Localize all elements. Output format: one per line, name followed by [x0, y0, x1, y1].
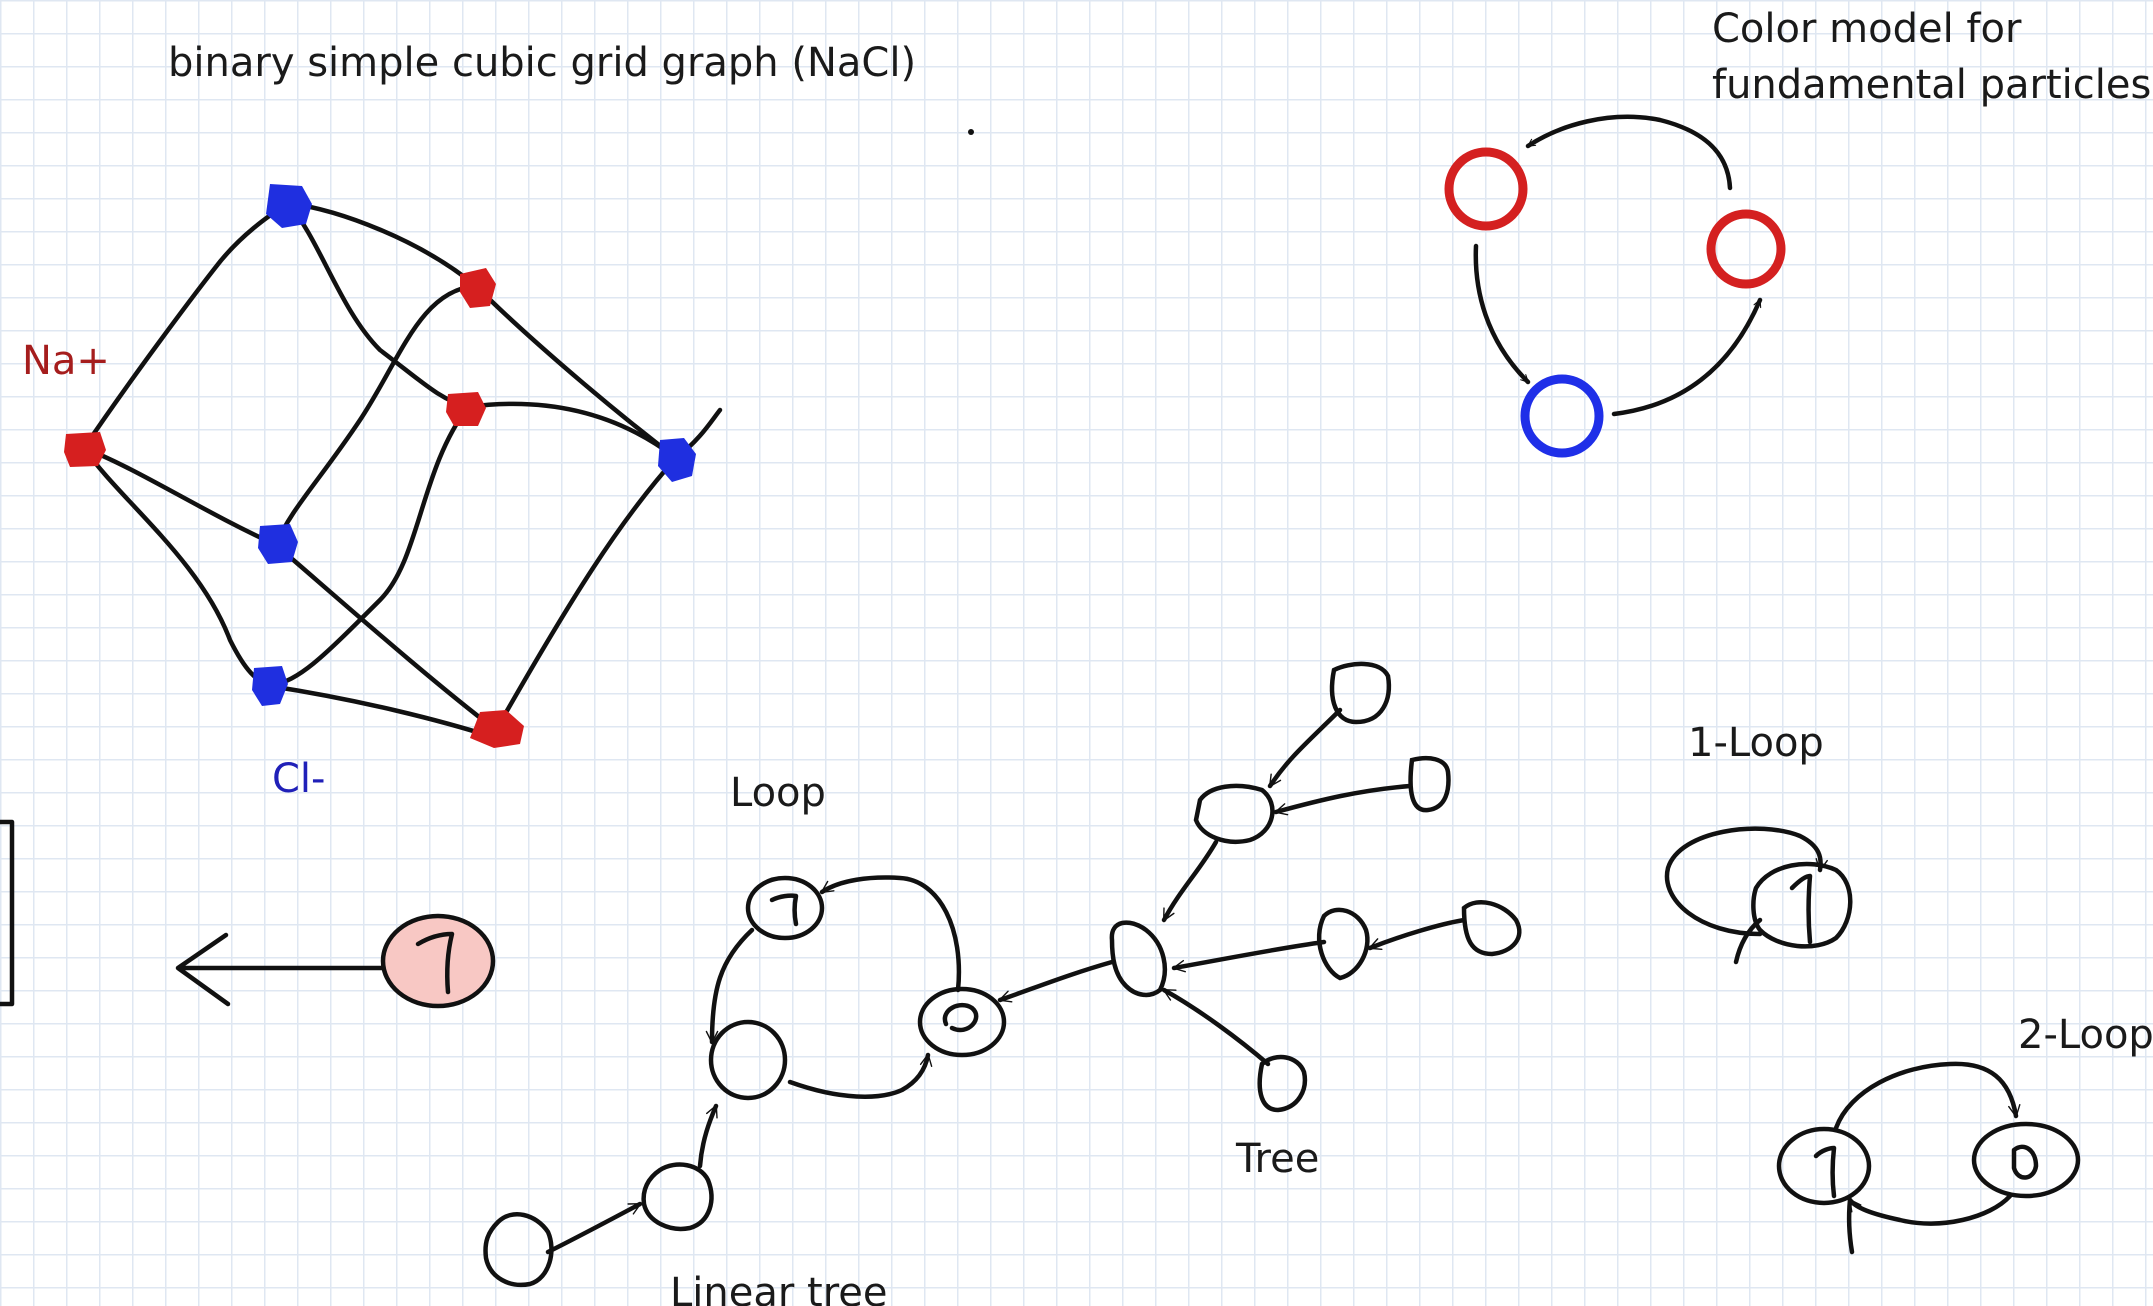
cl-minus-vertex — [252, 666, 288, 706]
loop-arrow — [819, 875, 962, 993]
tree-arrow — [1267, 707, 1343, 789]
loop-node — [745, 875, 825, 941]
blue-ring — [1520, 374, 1604, 458]
tree-arrow — [1161, 839, 1219, 923]
self-loop-arrow — [1664, 826, 1828, 937]
digit-one-glyph — [415, 931, 455, 995]
red-ring — [1444, 147, 1528, 231]
loop-node — [917, 986, 1007, 1058]
two-loop-diagram — [1776, 1061, 2081, 1255]
arrow — [1473, 243, 1531, 385]
nacl-edges — [81, 200, 723, 741]
digit-one-glyph — [1789, 873, 1813, 945]
red-ring — [1706, 209, 1786, 289]
edge — [273, 283, 479, 548]
tree-arrow — [1273, 783, 1413, 816]
cl-minus-vertex — [266, 184, 312, 228]
tree-node — [1329, 661, 1392, 725]
tree-label: Tree — [1235, 1136, 1319, 1182]
node-scribble — [942, 1002, 979, 1033]
tree-arrow — [1161, 987, 1271, 1067]
tree-node — [1193, 783, 1275, 844]
loop-arrow — [705, 927, 755, 1045]
digit-zero-glyph — [2011, 1144, 2039, 1180]
tree-node — [1257, 1054, 1308, 1113]
edge — [81, 200, 291, 451]
linear-tree-label: Linear tree — [670, 1270, 888, 1306]
na-plus-vertex — [460, 268, 496, 308]
edge — [81, 445, 279, 548]
loop-arrow — [787, 1052, 933, 1099]
cl-minus-vertex — [658, 438, 696, 482]
edge — [267, 404, 471, 689]
digit-one-glyph — [1813, 1145, 1837, 1199]
na-plus-vertex — [64, 432, 106, 467]
color-model-title-line2: fundamental particles — [1712, 62, 2151, 108]
na-plus-vertex — [470, 710, 524, 748]
edge — [493, 455, 679, 733]
color-model-title-line1: Color model for — [1712, 6, 2022, 52]
color-model-diagram — [1444, 114, 1786, 458]
two-loop-arrow — [1847, 1193, 2013, 1226]
tree-node — [1461, 899, 1522, 957]
node-scribble — [769, 893, 799, 927]
tree-diagram — [997, 661, 1522, 1113]
edge — [267, 683, 499, 741]
nacl-title: binary simple cubic grid graph (NaCl) — [168, 40, 916, 86]
one-loop-node — [1751, 861, 1853, 949]
loop-label: Loop — [730, 770, 826, 816]
two-loop-left-node — [1776, 1126, 1872, 1206]
arrow — [1525, 114, 1733, 191]
edge — [465, 401, 679, 461]
one-loop-diagram — [1664, 826, 1853, 965]
two-loop-tail — [1846, 1197, 1855, 1255]
partial-box — [0, 819, 15, 1007]
tree-arrow — [997, 959, 1115, 1003]
marked-node — [380, 913, 496, 1009]
linear-arrow — [697, 1103, 719, 1169]
one-loop-label: 1-Loop — [1688, 720, 1824, 766]
na-plus-label: Na+ — [22, 338, 110, 384]
edge — [473, 283, 679, 461]
long-arrow — [175, 932, 385, 1007]
tree-node — [1109, 920, 1168, 998]
two-loop-right-node — [1971, 1121, 2081, 1199]
tree-arrow — [1171, 939, 1327, 973]
cl-minus-label: Cl- — [272, 756, 325, 802]
edge — [285, 200, 471, 410]
linear-node — [483, 1212, 554, 1288]
two-loop-label: 2-Loop — [2018, 1012, 2153, 1058]
two-loop-arrow — [1833, 1061, 2021, 1131]
ink-dot — [968, 129, 974, 135]
tree-arrow — [1367, 917, 1467, 951]
edge — [273, 542, 499, 733]
linear-node — [641, 1162, 714, 1232]
edge — [81, 445, 273, 689]
linear-tree-diagram — [483, 1103, 719, 1288]
loop-diagram — [705, 875, 1007, 1101]
loop-tail — [1733, 917, 1763, 965]
tree-node — [1408, 755, 1451, 813]
linear-arrow — [545, 1201, 643, 1255]
arrow — [1611, 297, 1763, 417]
marked-node-group — [175, 913, 496, 1009]
tree-node — [1317, 907, 1370, 981]
nacl-vertices — [64, 184, 696, 748]
loop-node — [708, 1019, 788, 1101]
na-plus-vertex — [446, 392, 486, 426]
cl-minus-vertex — [258, 524, 298, 564]
